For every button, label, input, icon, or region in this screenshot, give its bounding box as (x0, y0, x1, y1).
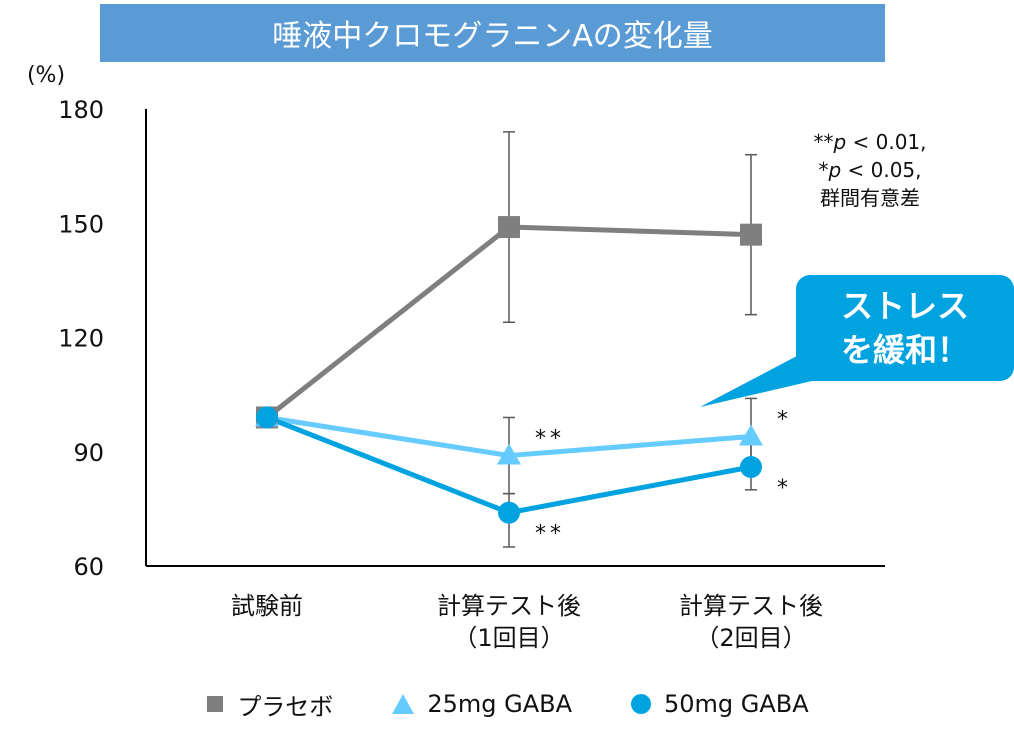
callout-line-1: ストレス (840, 287, 969, 325)
significance-marker: * (777, 408, 792, 433)
sig-stars-2: * (818, 158, 829, 182)
y-tick-label: 60 (73, 553, 104, 581)
legend-label-gaba25: 25mg GABA (427, 690, 572, 718)
y-tick-label: 90 (73, 439, 104, 467)
callout-line-2: を緩和！ (840, 331, 969, 369)
data-point-triangle (739, 424, 763, 446)
significance-marker: * (777, 476, 792, 501)
sig-stars-1: ** (813, 130, 834, 154)
data-point-circle (256, 406, 278, 429)
legend-item-gaba50: 50mg GABA (630, 690, 809, 718)
callout-bubble: ストレス を緩和！ (796, 275, 1014, 381)
x-tick-label: 計算テスト後 (679, 592, 823, 620)
line-chart: (%) 60 90 120 150 180 試験前 計算テスト後 （1回目） 計算テスト後 （2回目… (27, 63, 885, 652)
chart-title: 唾液中クロモグラニンAの変化量 (100, 4, 885, 62)
triangle-marker-icon (392, 694, 415, 714)
significance-marker: ** (535, 522, 565, 547)
y-unit-label: (%) (27, 63, 65, 88)
significance-marker: ** (535, 427, 565, 452)
data-point-triangle (497, 443, 521, 465)
square-marker-icon (207, 696, 224, 712)
circle-marker-icon (631, 694, 651, 714)
y-tick-label: 150 (58, 210, 104, 238)
legend-item-placebo: プラセボ (205, 687, 333, 722)
sig-threshold-2: < 0.05, (841, 158, 922, 182)
significance-line-3: 群間有意差 (820, 186, 920, 210)
sig-threshold-1: < 0.01, (846, 130, 927, 154)
sig-p-1: p (833, 130, 847, 154)
legend-item-gaba25: 25mg GABA (391, 690, 572, 718)
significance-note: **p < 0.01, *p < 0.05, 群間有意差 (775, 128, 965, 212)
x-tick-label: （1回目） (453, 624, 564, 652)
legend-label-placebo: プラセボ (237, 692, 334, 721)
chart-legend: プラセボ 25mg GABA 50mg GABA (0, 682, 1014, 726)
legend-label-gaba50: 50mg GABA (664, 690, 809, 718)
y-tick-label: 120 (58, 325, 104, 353)
x-tick-label: （2回目） (695, 624, 806, 652)
data-point-square (740, 223, 762, 246)
x-tick-label: 計算テスト後 (437, 592, 581, 620)
y-tick-label: 180 (58, 96, 104, 124)
data-point-square (498, 216, 520, 239)
data-point-circle (740, 455, 762, 478)
sig-p-2: p (828, 158, 842, 182)
significance-line-1: **p < 0.01, (775, 128, 965, 156)
data-point-circle (498, 501, 520, 524)
significance-line-2: *p < 0.05, (775, 156, 965, 184)
x-tick-label: 試験前 (231, 592, 303, 620)
